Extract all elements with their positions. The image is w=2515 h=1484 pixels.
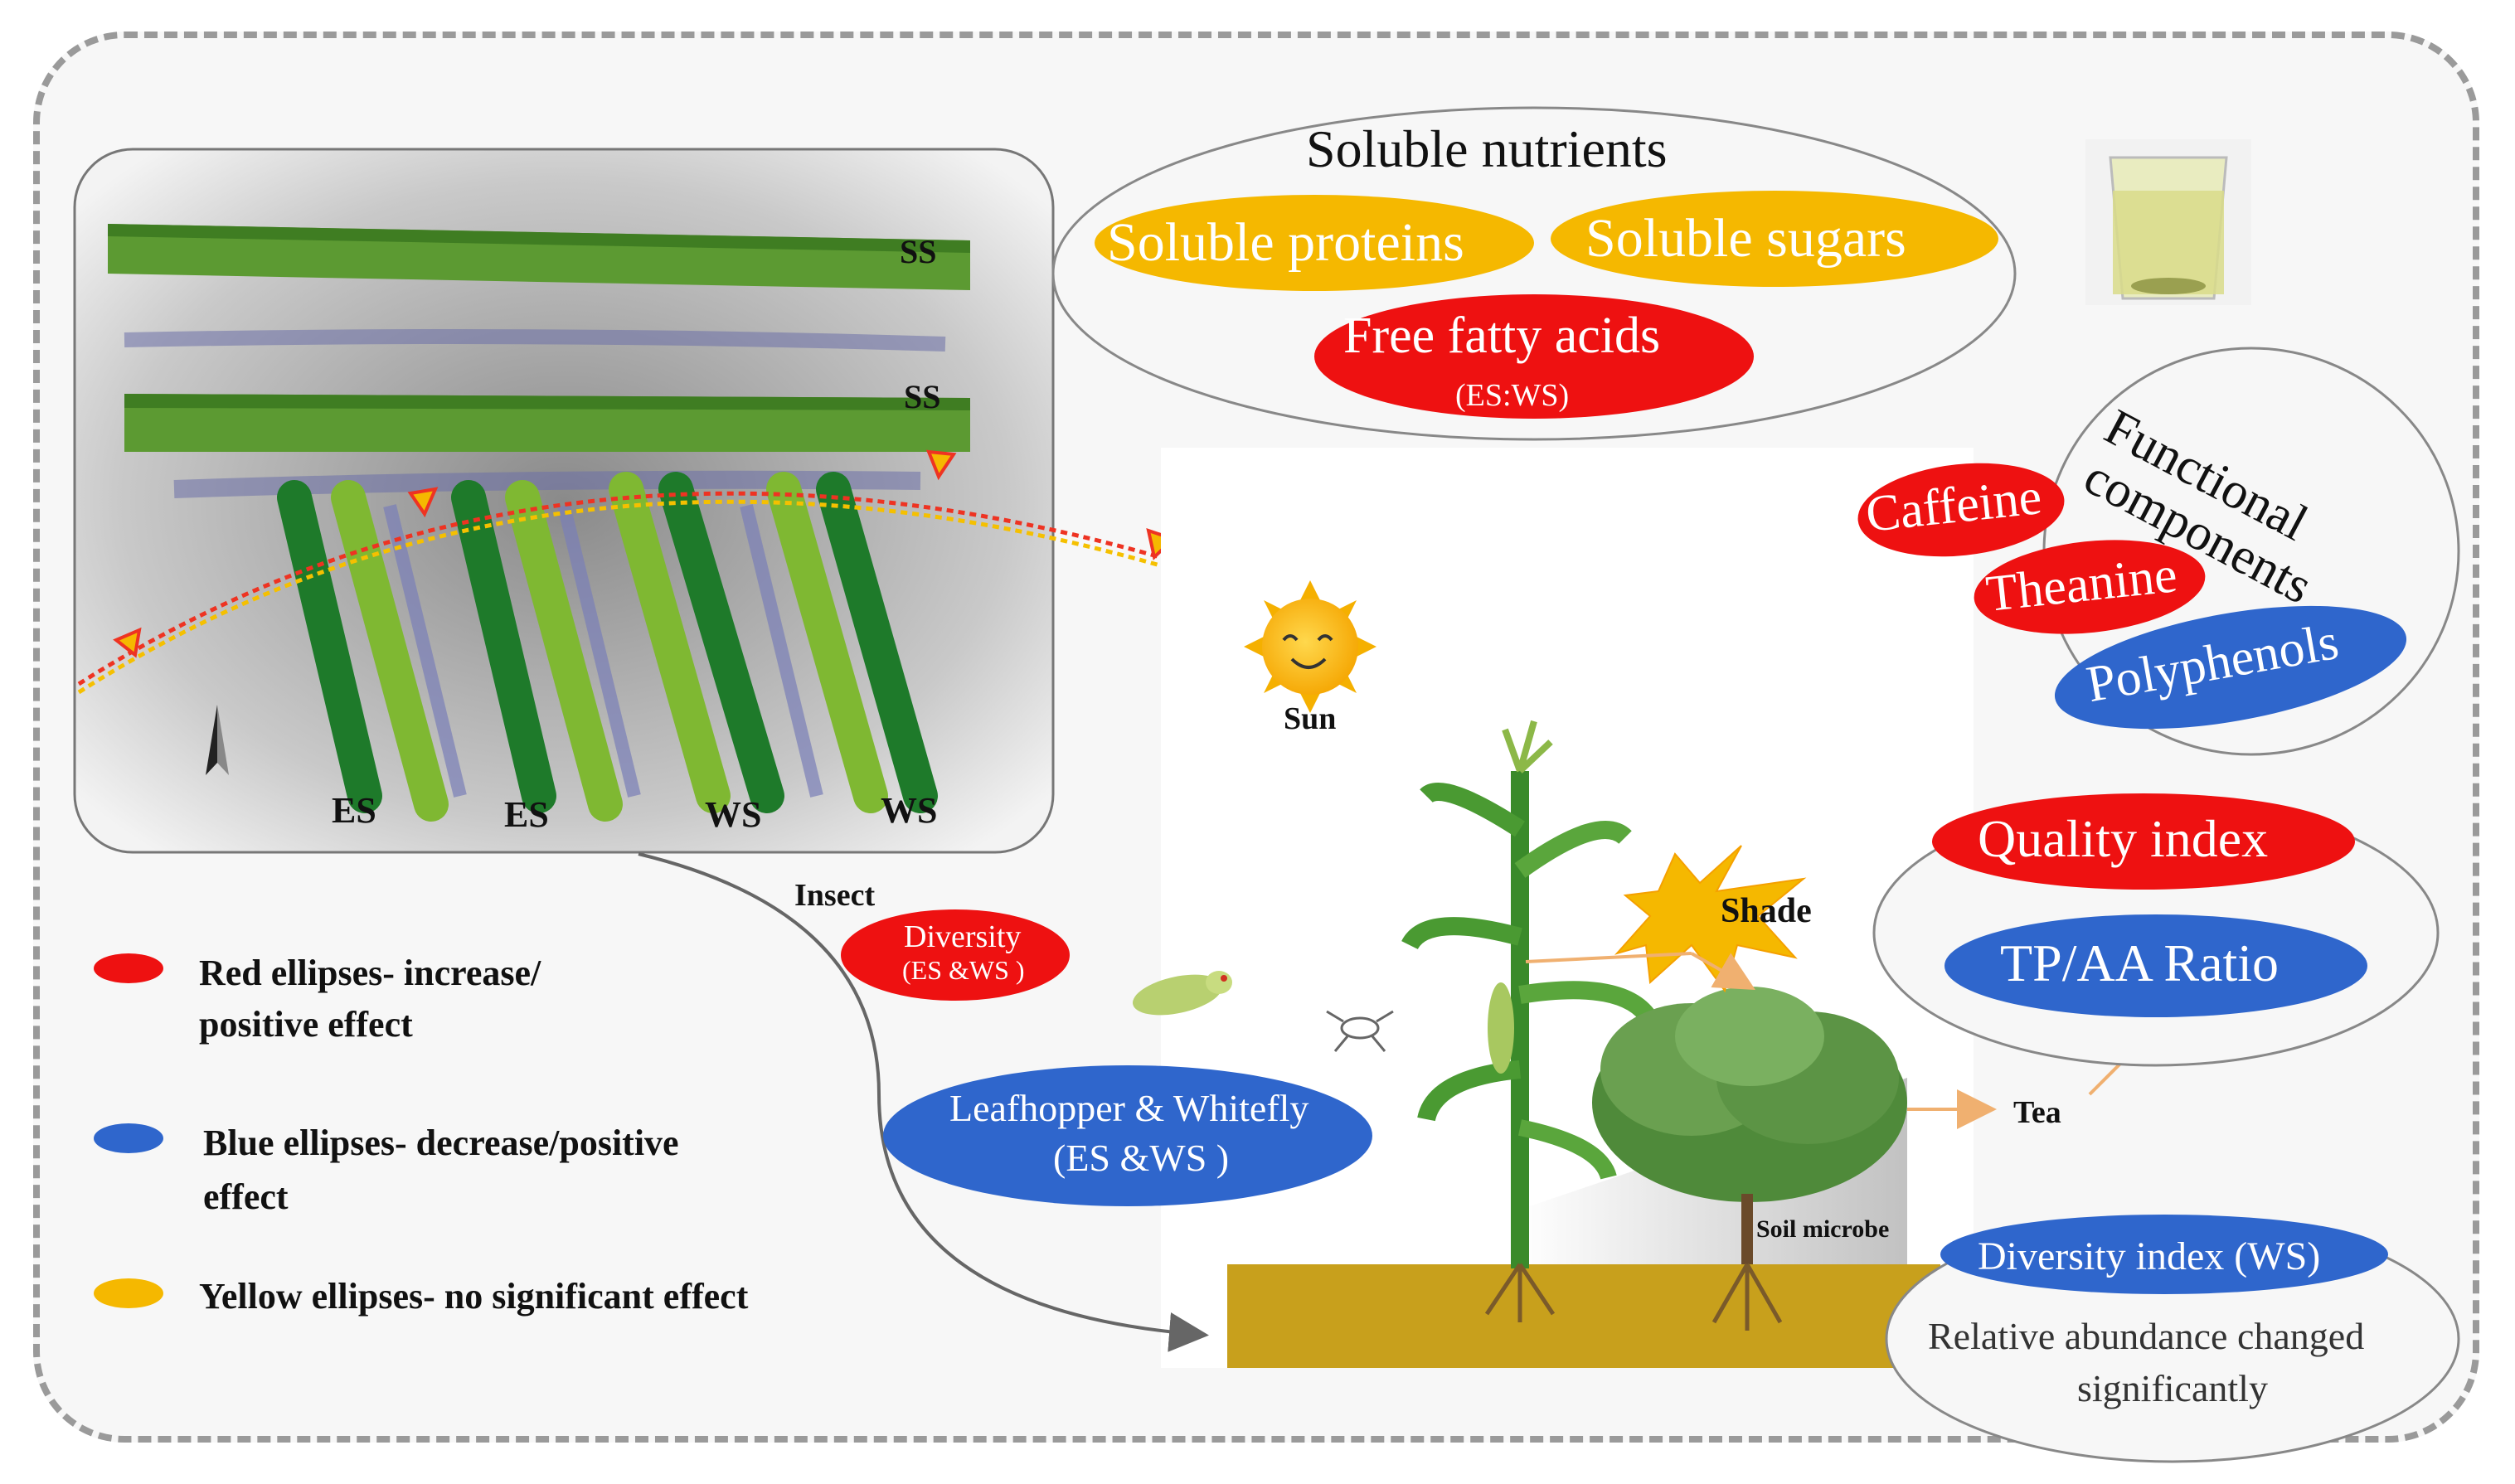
legend-yellow: Yellow ellipses- no significant effect [199,1276,749,1317]
polyphenols-ellipse [2054,605,2407,730]
legend-red-line-2: positive effect [199,1004,413,1045]
soil-bar [1227,1264,1940,1368]
soluble-proteins-ellipse [1095,195,1534,291]
maize-plant [1401,720,1658,1322]
es-label-2: ES [504,794,549,835]
north-arrow [206,705,229,775]
theanine-ellipse [1974,540,2206,634]
legend-blue-line-1: Blue ellipses- decrease/positive [203,1123,679,1163]
ss-label-1: SS [900,233,937,270]
soluble-nutrients-title: Soluble nutrients [1306,119,1668,178]
tp-aa-label: TP/AA Ratio [2000,934,2280,992]
shade-label: Shade [1721,892,1812,930]
pests-ellipse [883,1065,1372,1206]
insect-diversity-note: (ES &WS ) [902,955,1025,985]
soluble-proteins-label: Soluble proteins [1107,212,1464,273]
legend-blue-line-2: effect [203,1176,289,1217]
free-fatty-acids-label: Free fatty acids [1343,308,1661,364]
free-fatty-acids-ellipse [1314,294,1754,419]
pests-label-1: Leafhopper & Whitefly [949,1087,1309,1129]
ws-label-1: WS [705,794,762,835]
diversity-index-label: Diversity index (WS) [1978,1234,2321,1278]
tea-bush [1592,987,1907,1331]
ss-row-1 [108,224,970,290]
soluble-sugars-ellipse [1551,191,1998,287]
ss-label-2: SS [904,378,941,415]
legend-yellow-swatch [94,1278,163,1308]
insect-connector [638,852,1209,1352]
legend-red-swatch [94,953,163,983]
field-panel [73,148,1055,854]
soil-microbe-label: Soil microbe [1756,1215,1890,1243]
sun-icon [1244,580,1376,713]
tea-glass-icon [2085,139,2251,305]
quality-index-label: Quality index [1978,809,2269,868]
tea-label: Tea [2013,1095,2061,1130]
leafhopper-icon [1133,971,1232,1016]
insect-diversity-label: Diversity [904,919,1022,954]
ss-row-2 [124,394,970,452]
ffa-note-label: (ES:WS) [1455,378,1570,413]
caffeine-ellipse [1857,463,2065,557]
soluble-sugars-label: Soluble sugars [1585,208,1906,269]
insect-diversity-ellipse [841,909,1070,1001]
abundance-line-1: Relative abundance changed [1928,1315,2365,1357]
es-label-1: ES [332,790,376,831]
sun-label: Sun [1284,701,1337,736]
ws-label-2: WS [881,790,938,831]
legend-blue-swatch [94,1123,163,1153]
pests-label-2: (ES &WS ) [1053,1137,1230,1179]
tp-aa-ellipse [1945,914,2367,1017]
insect-label: Insect [794,878,876,913]
diversity-index-ellipse [1940,1215,2388,1294]
abundance-line-2: significantly [2077,1367,2268,1409]
whitefly-icon [1326,1010,1394,1052]
quality-index-ellipse [1932,793,2355,890]
legend-red-line-1: Red ellipses- increase/ [199,953,541,993]
